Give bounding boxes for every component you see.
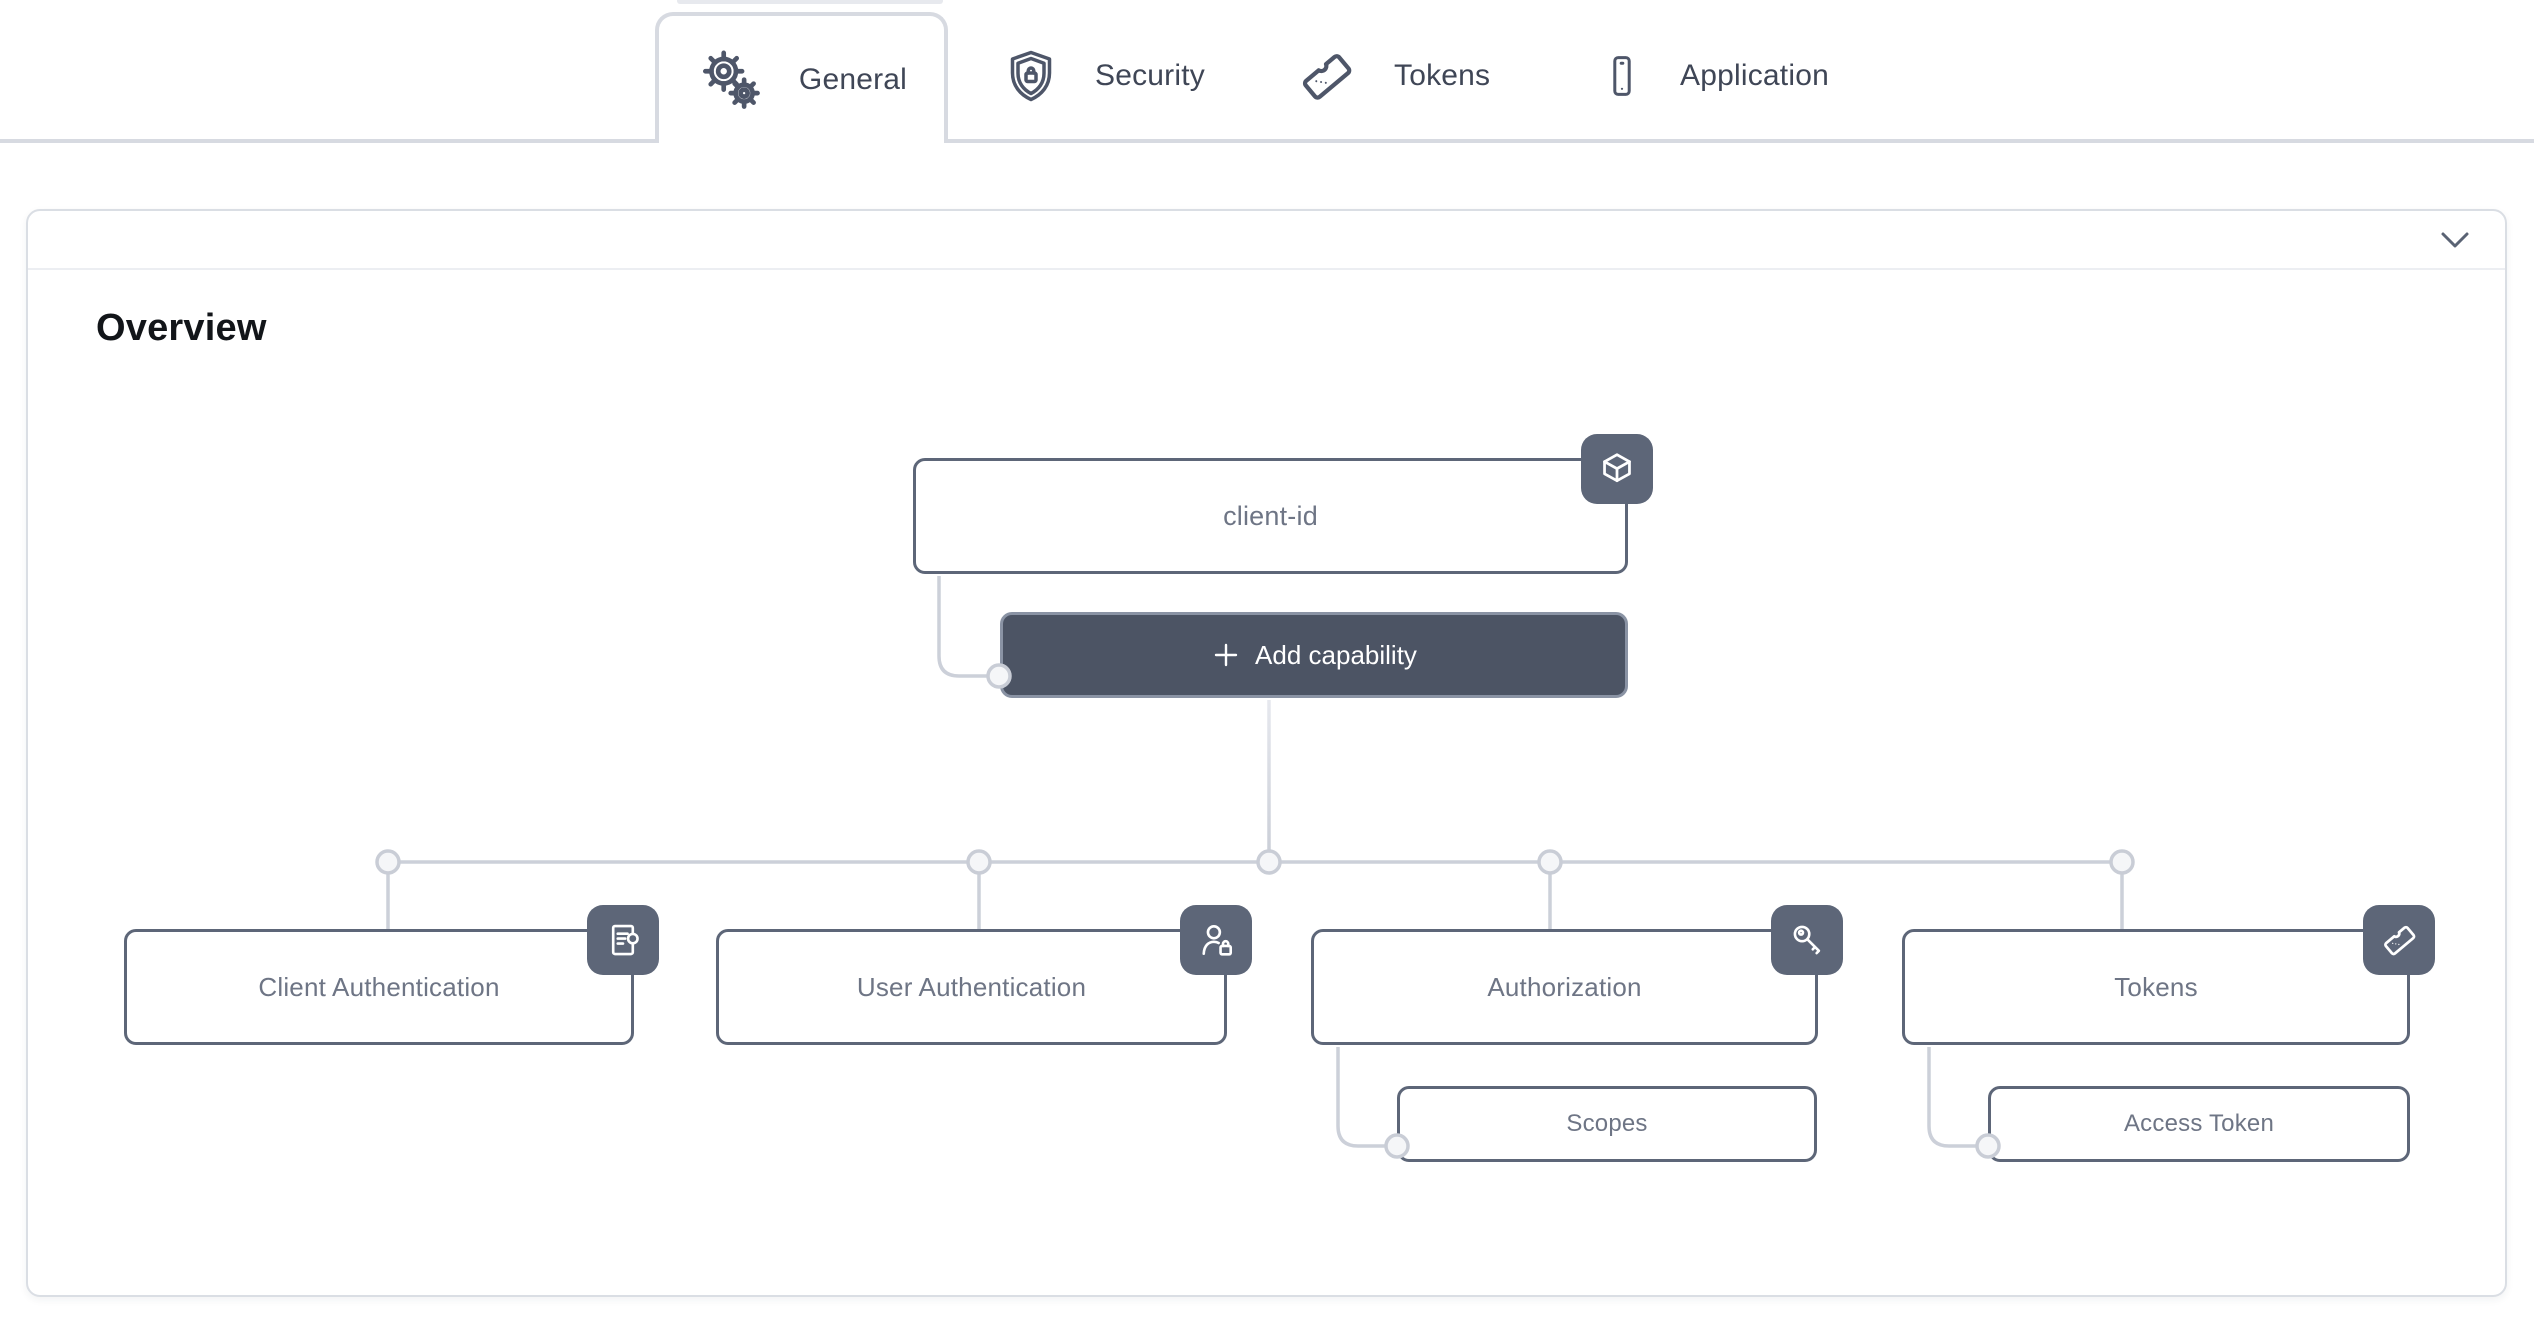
page-title: Overview <box>96 307 267 349</box>
key-icon <box>1793 925 1821 955</box>
clipped-element-top <box>677 0 943 4</box>
tab-tokens[interactable]: Tokens <box>1292 12 1490 140</box>
user-lock-icon <box>1202 925 1233 956</box>
tab-bar-divider <box>0 139 2534 143</box>
node-authorization[interactable]: Authorization <box>1311 905 1843 1045</box>
node-client-id-label: client-id <box>1223 500 1318 531</box>
add-capability-label: Add capability <box>1255 639 1417 670</box>
tab-tokens-label: Tokens <box>1394 59 1491 92</box>
node-tokens-label: Tokens <box>2114 971 2198 1002</box>
node-user-authentication-label: User Authentication <box>856 971 1087 1002</box>
tab-security-label: Security <box>1095 59 1205 92</box>
node-client-authentication[interactable]: Client Authentication <box>124 905 659 1045</box>
ticket-icon <box>1302 54 1352 100</box>
add-capability-button[interactable]: Add capability <box>1000 612 1628 698</box>
node-client-authentication-badge <box>587 905 659 975</box>
tab-general-label: General <box>798 62 908 96</box>
tab-application[interactable]: Application <box>1598 12 1829 140</box>
node-client-id-badge <box>1581 434 1653 504</box>
tab-application-label: Application <box>1680 59 1829 92</box>
node-access-token[interactable]: Access Token <box>1988 1086 2410 1162</box>
shield-lock-icon <box>1010 50 1052 102</box>
tab-general[interactable]: General <box>655 12 948 143</box>
package-icon <box>1603 453 1631 483</box>
node-access-token-label: Access Token <box>2123 1110 2275 1137</box>
node-user-authentication[interactable]: User Authentication <box>716 905 1252 1045</box>
node-client-authentication-label: Client Authentication <box>258 971 500 1002</box>
node-user-authentication-badge <box>1180 905 1252 975</box>
node-scopes-label: Scopes <box>1566 1110 1648 1137</box>
tab-security[interactable]: Security <box>1001 12 1205 140</box>
smartphone-icon <box>1613 56 1631 96</box>
chevron-down-icon <box>2441 232 2469 248</box>
node-authorization-badge <box>1771 905 1843 975</box>
credentials-icon <box>611 924 639 956</box>
ticket-icon <box>2384 925 2416 956</box>
node-tokens-badge <box>2363 905 2435 975</box>
panel-header <box>28 211 2505 270</box>
collapse-button[interactable] <box>2435 225 2475 257</box>
node-scopes[interactable]: Scopes <box>1397 1086 1817 1162</box>
node-client-id[interactable]: client-id <box>913 434 1653 574</box>
plus-icon <box>1214 643 1238 667</box>
node-tokens[interactable]: Tokens <box>1902 905 2435 1045</box>
gears-icon <box>702 50 760 109</box>
node-authorization-label: Authorization <box>1487 971 1642 1002</box>
